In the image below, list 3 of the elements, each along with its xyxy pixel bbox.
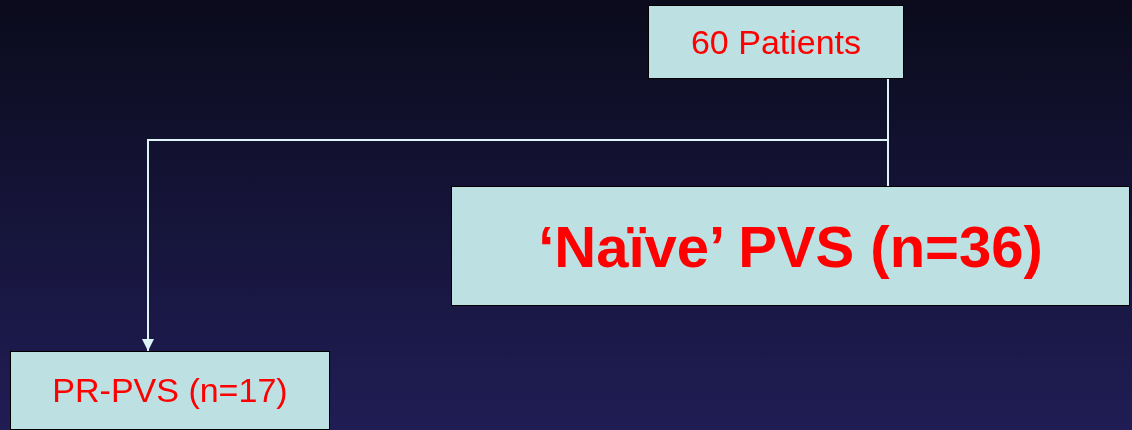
patients-box: 60 Patients: [648, 5, 904, 79]
group-box: PR-PVS (n=17): [10, 351, 330, 430]
group-box: ‘Naïve’ PVS (n=36): [451, 186, 1130, 306]
